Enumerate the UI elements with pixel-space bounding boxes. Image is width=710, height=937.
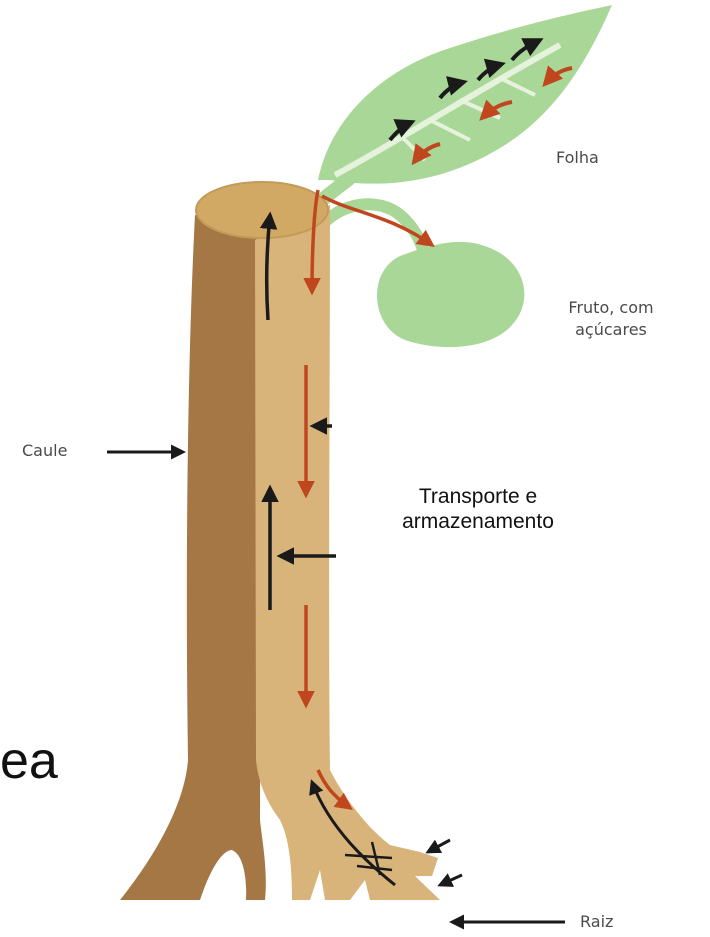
fruit-label: Fruto, com açúcares	[553, 297, 669, 340]
transport-label-line2: armazenamento	[382, 509, 574, 534]
arrow-left-icon	[428, 840, 450, 852]
transport-label: Transporte e armazenamento	[382, 484, 574, 534]
fruit-body	[377, 242, 524, 347]
fruit	[318, 204, 524, 347]
partial-slide-text: ea	[0, 735, 58, 787]
stem-label: Caule	[22, 440, 67, 462]
leaf-label: Folha	[556, 147, 599, 169]
fruit-label-line1: Fruto, com	[553, 297, 669, 319]
fruit-label-line2: açúcares	[553, 319, 669, 341]
trunk-dark	[120, 215, 266, 900]
leaf	[312, 5, 612, 210]
root-label: Raiz	[580, 911, 613, 933]
transport-label-line1: Transporte e	[382, 484, 574, 509]
arrow-left-icon	[440, 875, 462, 885]
